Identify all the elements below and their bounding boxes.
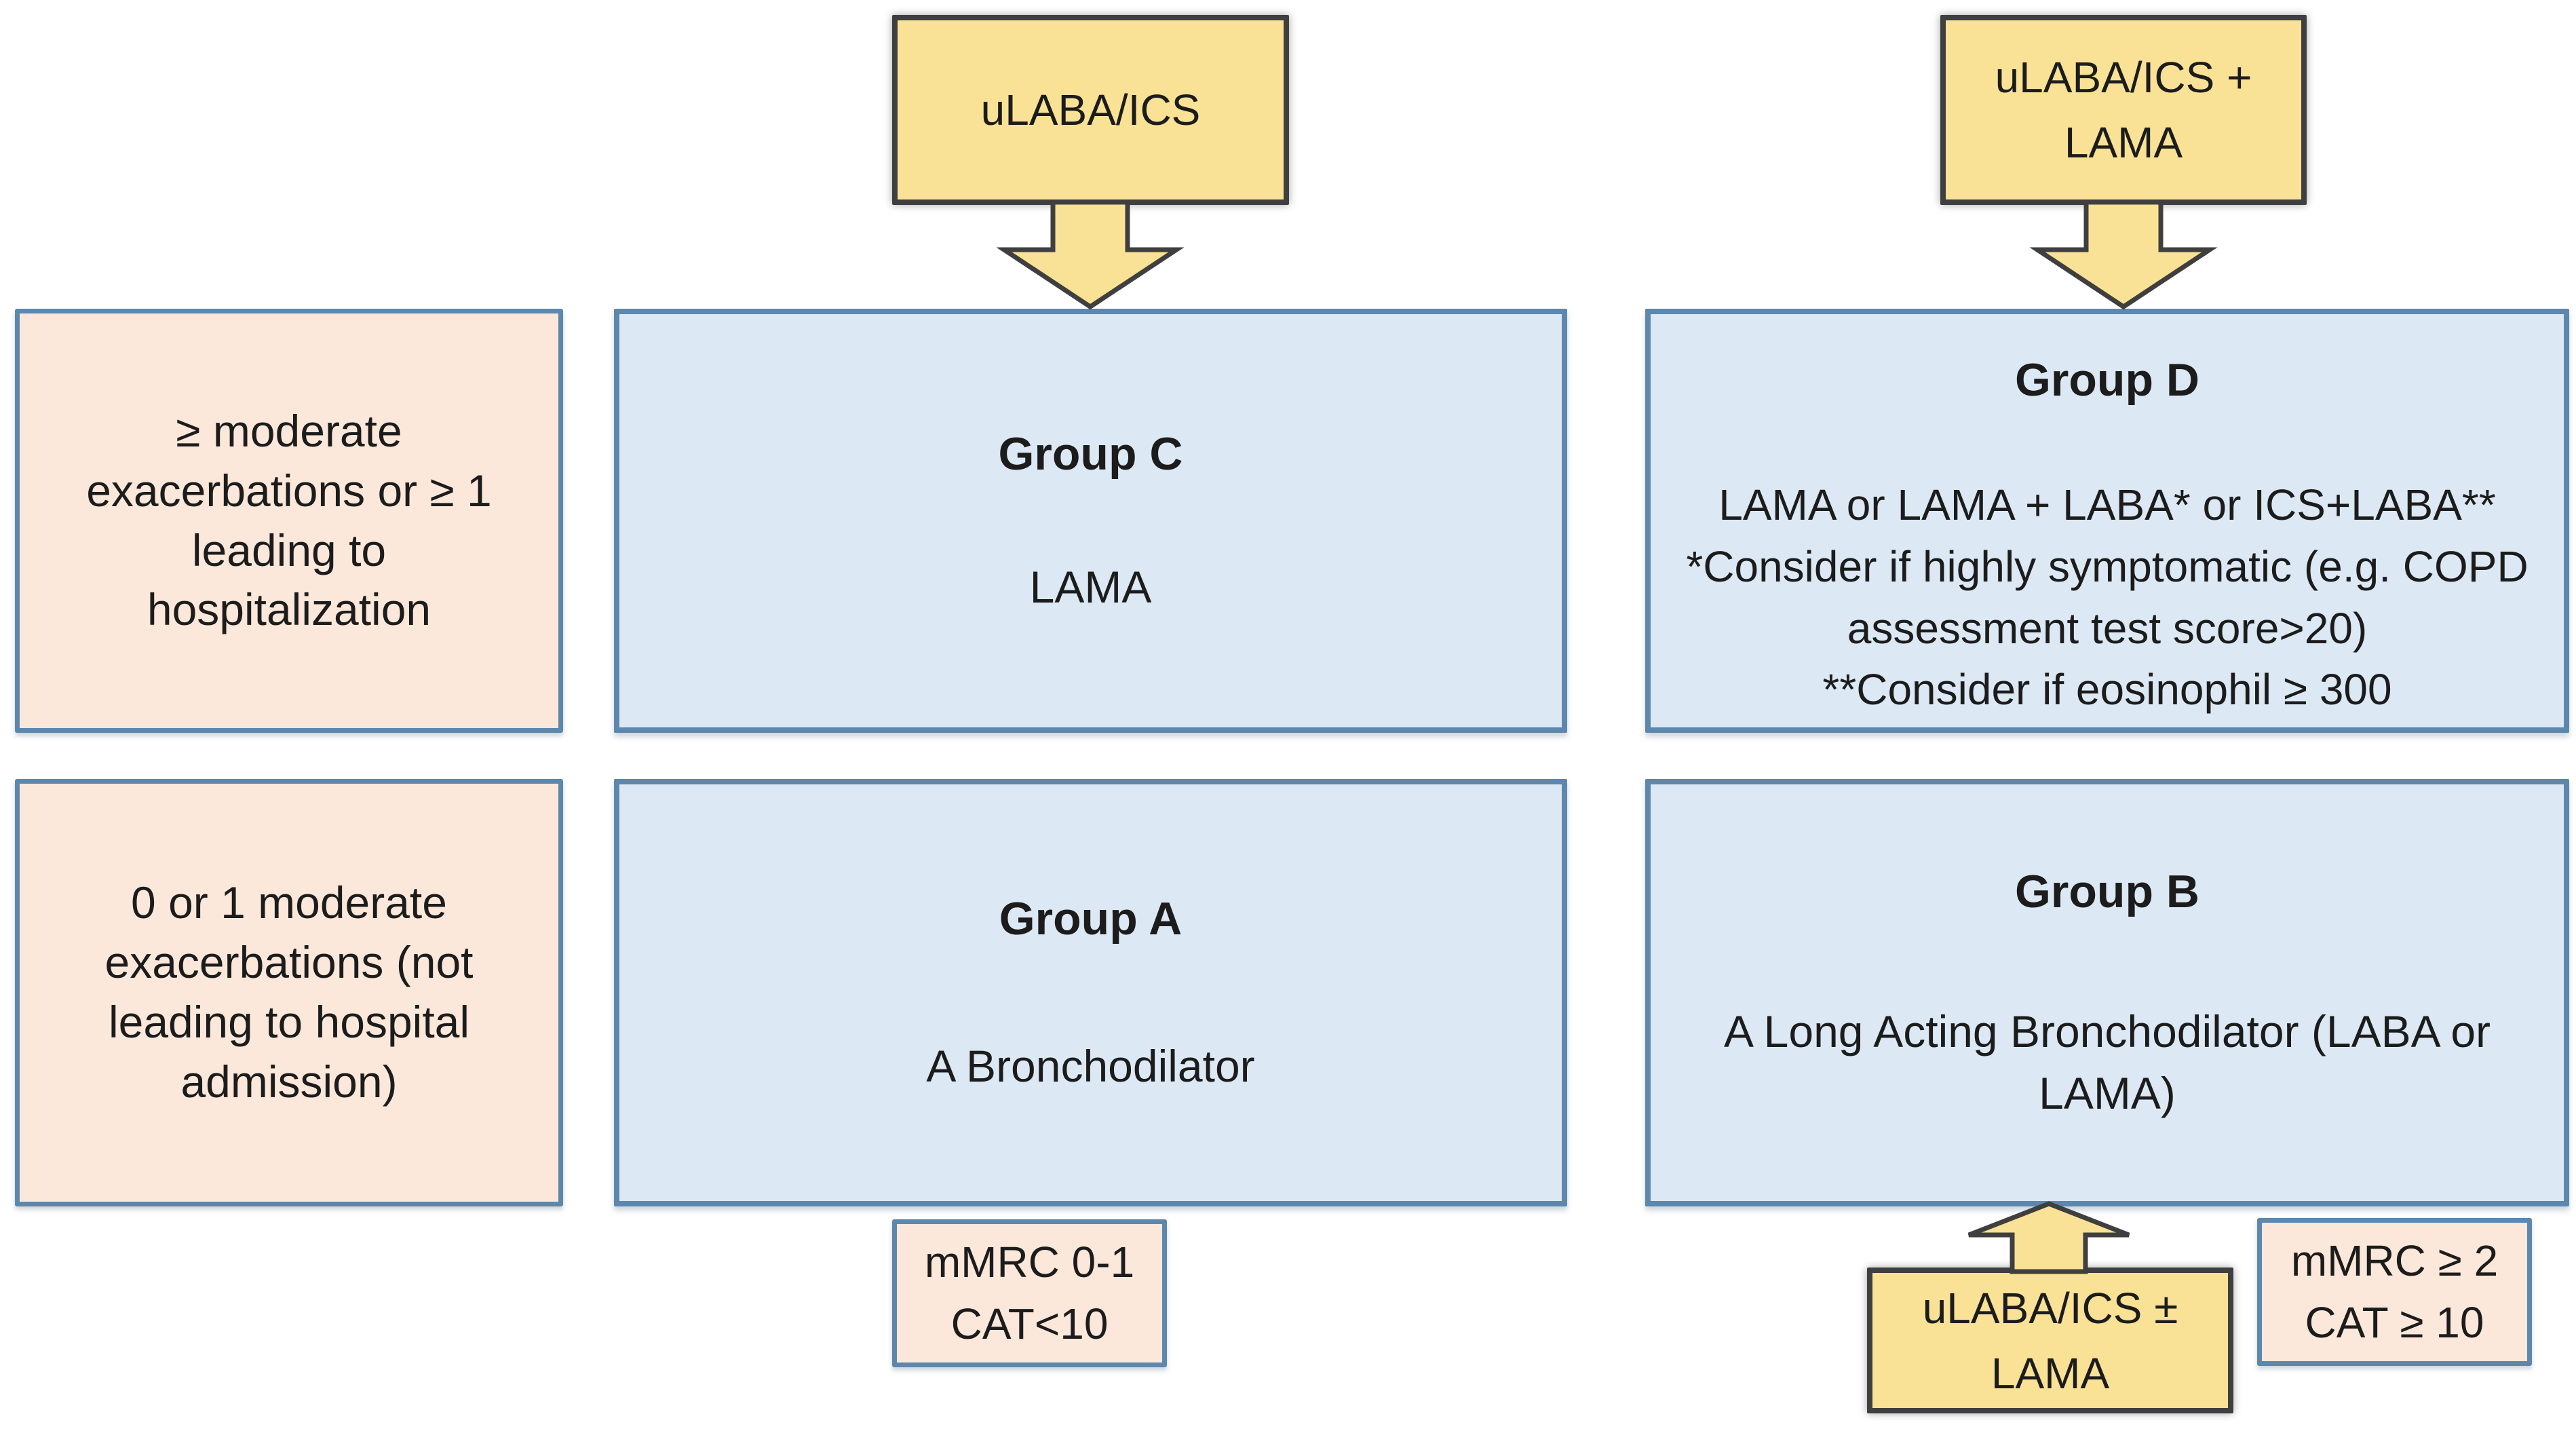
callout-ulaba-ics-plusminus-lama: uLABA/ICS ± LAMA — [1867, 1268, 2233, 1413]
condition-line: 0 or 1 moderate — [131, 877, 447, 928]
condition-infrequent-exacerbations-box: 0 or 1 moderate exacerbations (not leadi… — [15, 779, 563, 1206]
condition-line: leading to — [191, 525, 387, 575]
callout-ulaba-ics-lama: uLABA/ICS + LAMA — [1940, 15, 2307, 205]
callout-bottom-line2: LAMA — [1991, 1348, 2110, 1398]
callout-ulaba-ics-label: uLABA/ICS — [980, 85, 1201, 134]
badge-cat-high: CAT ≥ 10 — [2305, 1298, 2484, 1347]
condition-frequent-exacerbations-box: ≥ moderate exacerbations or ≥ 1 leading … — [15, 309, 563, 733]
group-b-title: Group B — [2015, 865, 2199, 917]
condition-line: exacerbations (not — [104, 937, 474, 988]
down-arrow-icon — [2029, 199, 2218, 310]
callout-ulaba-ics: uLABA/ICS — [892, 15, 1289, 205]
group-c-title: Group C — [998, 427, 1183, 480]
callout-ulaba-ics-lama-line1: uLABA/ICS + — [1995, 53, 2252, 102]
up-arrow-icon — [1967, 1201, 2130, 1274]
group-b-box: Group B A Long Acting Bronchodilator (LA… — [1645, 779, 2569, 1206]
group-d-footnote-line: **Consider if eosinophil ≥ 300 — [1822, 665, 2392, 714]
condition-line: leading to hospital — [108, 997, 470, 1047]
badge-cat-low: CAT<10 — [950, 1299, 1109, 1348]
group-d-footnote-line: *Consider if highly symptomatic (e.g. CO… — [1686, 541, 2529, 591]
down-arrow-icon — [996, 199, 1185, 310]
symptom-badge-low: mMRC 0-1 CAT<10 — [892, 1219, 1167, 1367]
group-c-box: Group C LAMA — [614, 309, 1567, 733]
group-d-treatment: LAMA or LAMA + LABA* or ICS+LABA** *Cons… — [1686, 474, 2528, 721]
callout-bottom-line1: uLABA/ICS ± — [1922, 1283, 2178, 1333]
group-d-treatment-line: LAMA or LAMA + LABA* or ICS+LABA** — [1718, 480, 2496, 529]
condition-line: ≥ moderate — [176, 405, 402, 456]
callout-ulaba-ics-lama-line2: LAMA — [2064, 118, 2183, 167]
group-b-treatment: A Long Acting Bronchodilator (LABA or LA… — [1724, 1001, 2491, 1124]
group-d-title: Group D — [2015, 354, 2199, 406]
group-a-treatment: A Bronchodilator — [926, 1040, 1255, 1091]
condition-line: exacerbations or ≥ 1 — [86, 465, 492, 516]
group-b-treatment-line: LAMA) — [2039, 1068, 2176, 1119]
group-d-box: Group D LAMA or LAMA + LABA* or ICS+LABA… — [1645, 309, 2569, 733]
group-a-box: Group A A Bronchodilator — [614, 779, 1567, 1206]
group-a-title: Group A — [999, 893, 1183, 945]
badge-mmrc-low: mMRC 0-1 — [924, 1238, 1135, 1287]
condition-line: hospitalization — [147, 584, 431, 635]
condition-line: admission) — [180, 1056, 398, 1107]
group-b-treatment-line: A Long Acting Bronchodilator (LABA or — [1723, 1006, 2491, 1057]
group-d-footnote-line: assessment test score>20) — [1847, 603, 2368, 653]
symptom-badge-high: mMRC ≥ 2 CAT ≥ 10 — [2257, 1218, 2532, 1366]
group-c-treatment: LAMA — [1029, 562, 1152, 613]
badge-mmrc-high: mMRC ≥ 2 — [2290, 1236, 2499, 1286]
